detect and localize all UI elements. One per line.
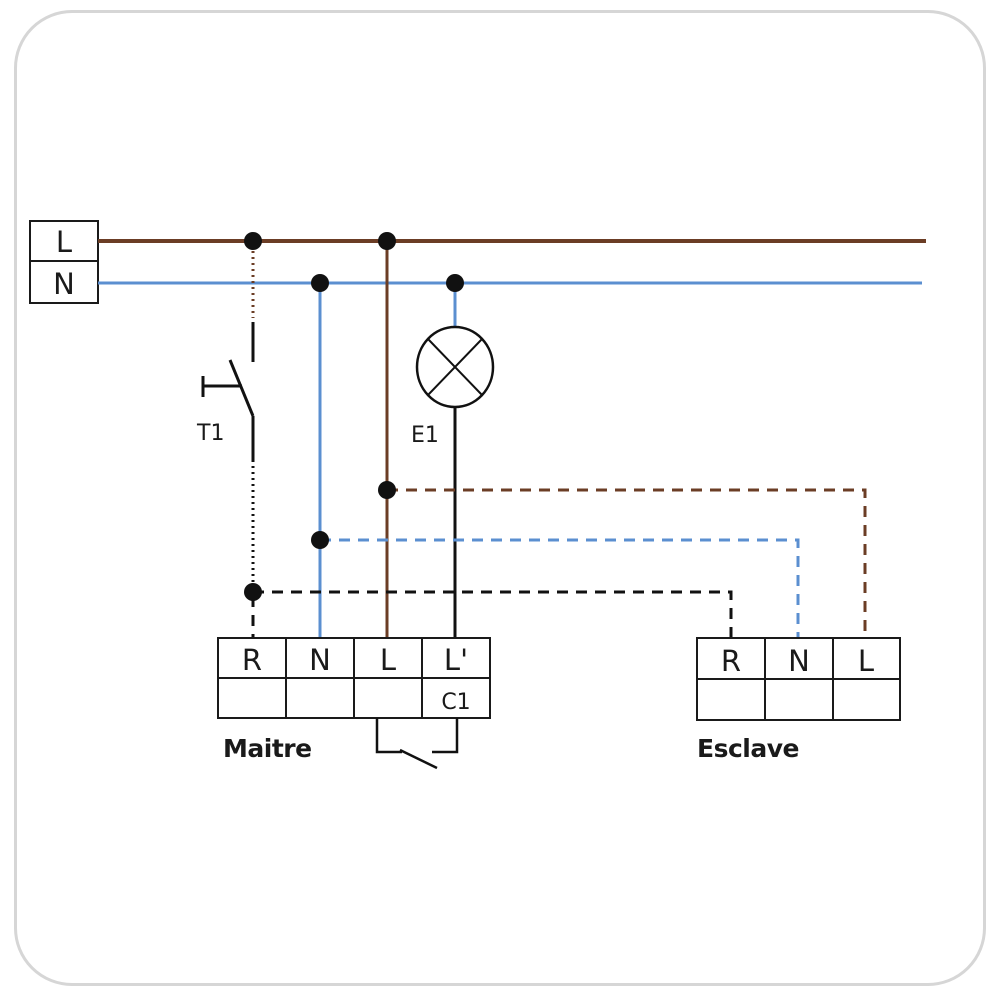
junction-dot bbox=[244, 232, 262, 250]
junction-dot bbox=[378, 232, 396, 250]
diagram-frame bbox=[14, 10, 986, 986]
lamp-label: E1 bbox=[411, 423, 439, 448]
relay-contact-blade bbox=[399, 748, 438, 770]
slave-terminal-n: N bbox=[788, 644, 810, 678]
slave-terminal-r: R bbox=[721, 644, 741, 678]
master-terminal-r: R bbox=[242, 643, 262, 677]
slave-module: R N L Esclave bbox=[696, 637, 901, 763]
slave-title: Esclave bbox=[697, 734, 799, 763]
master-terminal-l-prime: L' bbox=[444, 643, 468, 677]
relay-contact-right bbox=[432, 718, 459, 754]
lamp-cross-b bbox=[427, 338, 483, 396]
pushbutton-blade bbox=[228, 359, 255, 417]
master-terminal-n: N bbox=[309, 643, 331, 677]
master-contact-label: C1 bbox=[441, 690, 470, 715]
master-terminal-l: L bbox=[380, 643, 396, 677]
slave-neutral-dashed-wire bbox=[320, 538, 800, 638]
junction-dot bbox=[244, 583, 262, 601]
master-title: Maitre bbox=[223, 734, 312, 763]
junction-dot bbox=[378, 481, 396, 499]
lamp-branch: E1 bbox=[411, 283, 495, 638]
pushbutton-label: T1 bbox=[196, 421, 224, 446]
slave-phase-dashed-wire bbox=[387, 488, 867, 638]
pushbutton-branch: T1 bbox=[196, 245, 255, 590]
slave-terminal-l: L bbox=[858, 644, 874, 678]
supply-neutral-box bbox=[29, 260, 99, 304]
slave-remote-dashed-wire bbox=[253, 590, 733, 638]
junction-dot bbox=[446, 274, 464, 292]
junction-dot bbox=[311, 274, 329, 292]
supply-phase-label: L bbox=[56, 225, 72, 259]
supply-terminal-block: L N bbox=[29, 220, 99, 304]
master-module: R N L L' C1 Maitre bbox=[217, 637, 491, 770]
supply-neutral-label: N bbox=[53, 267, 75, 301]
junction-dot bbox=[311, 531, 329, 549]
relay-contact-left bbox=[375, 718, 402, 754]
